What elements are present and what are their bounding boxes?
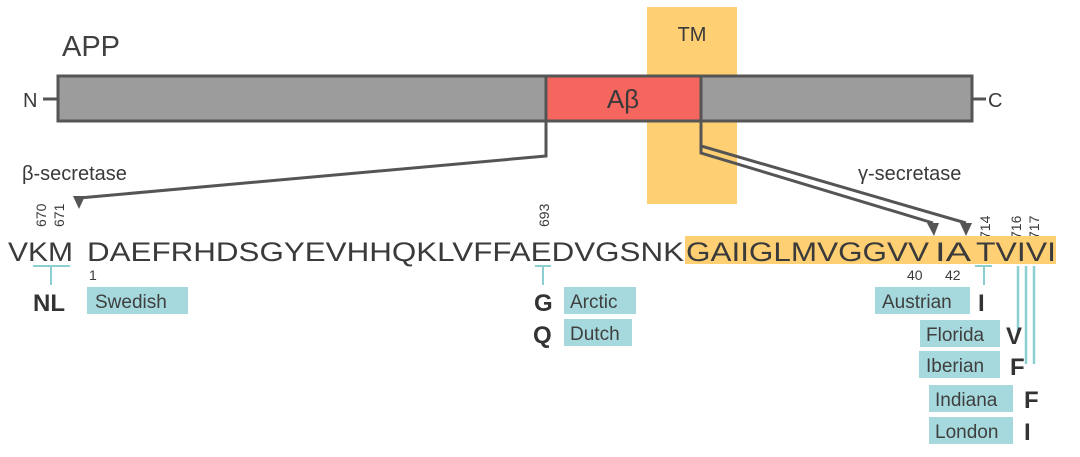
gamma-cleavage-line-42 — [699, 121, 967, 225]
tm-sequence-highlight — [685, 236, 1056, 264]
mutation-tag-austrian — [875, 287, 970, 314]
position-716: 716 — [1008, 215, 1024, 239]
gamma-cleavage-arrowhead-42 — [960, 223, 972, 236]
position-42: 42 — [945, 267, 961, 283]
position-670: 670 — [33, 203, 49, 227]
gamma-cleavage-arrowhead-40 — [927, 223, 939, 236]
beta-secretase-label: β-secretase — [22, 163, 127, 185]
position-693: 693 — [536, 203, 552, 227]
c-terminus-label: C — [988, 90, 1002, 112]
mutation-tag-dutch — [564, 319, 632, 346]
mutation-residue-nl: NL — [33, 290, 65, 317]
mutation-residue-i-austrian: I — [978, 290, 985, 317]
app-protein-bar — [56, 74, 974, 123]
sequence-transmembrane: GAIIGLMVGGVV — [686, 237, 929, 267]
mutation-name-florida: Florida — [926, 325, 985, 346]
mutation-tag-swedish — [87, 287, 188, 314]
mutation-tag-indiana — [929, 385, 1013, 412]
mutation-name-london: London — [935, 422, 998, 443]
sequence-ia: IA — [935, 237, 971, 267]
abeta-label: Aβ — [607, 84, 639, 114]
mutation-residue-v: V — [1006, 323, 1022, 350]
mutation-name-arctic: Arctic — [570, 292, 618, 313]
position-1: 1 — [89, 267, 97, 283]
mutation-tag-london — [929, 417, 1013, 444]
position-714: 714 — [977, 215, 993, 239]
arctic-dutch-mutation-bracket — [535, 265, 551, 285]
sequence-abeta-extracellular: DAEFRHDSGYEVHHQKLVFFAEDVGSNK — [87, 237, 684, 267]
mutation-residue-f-indiana: F — [1024, 387, 1039, 414]
position-717: 717 — [1026, 215, 1042, 239]
position-40: 40 — [907, 267, 923, 283]
mutation-name-austrian: Austrian — [882, 292, 952, 313]
protein-name: APP — [62, 31, 120, 63]
abeta-domain — [544, 74, 703, 123]
swedish-mutation-bracket — [33, 265, 70, 285]
mutation-name-indiana: Indiana — [935, 390, 998, 411]
mutation-name-iberian: Iberian — [926, 356, 984, 377]
mutation-tag-iberian — [919, 351, 1000, 378]
mutation-residue-q: Q — [533, 322, 552, 349]
sequence-c-terminal-tail: TVIVI — [976, 237, 1056, 267]
beta-cleavage-arrowhead — [73, 196, 85, 209]
mutation-tag-arctic — [564, 287, 636, 314]
beta-cleavage-line — [78, 121, 548, 200]
mutation-tag-florida — [920, 320, 1000, 347]
tm-label: TM — [678, 24, 707, 46]
mutation-name-dutch: Dutch — [570, 324, 620, 345]
gamma-secretase-label: γ-secretase — [858, 163, 961, 185]
mutation-residue-i-london: I — [1024, 419, 1031, 446]
position-671: 671 — [51, 203, 67, 227]
austrian-mutation-bracket — [975, 265, 992, 285]
mutation-residue-f-iberian: F — [1010, 354, 1025, 381]
n-terminus-label: N — [23, 90, 37, 112]
mutation-residue-g: G — [534, 290, 553, 317]
sequence-pre-abeta: VKM — [8, 237, 73, 267]
mutation-name-swedish: Swedish — [95, 292, 167, 313]
